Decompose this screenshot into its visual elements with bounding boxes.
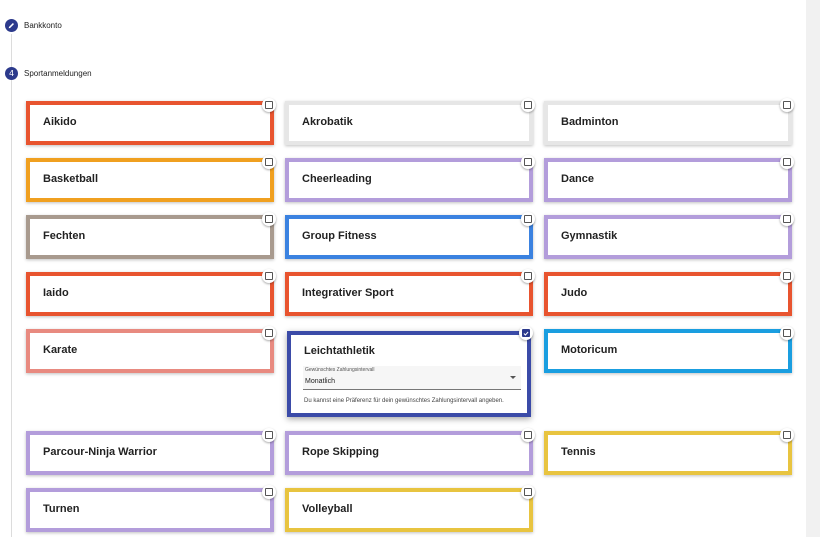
scrollbar[interactable] — [806, 0, 820, 537]
sport-card-title: Volleyball — [302, 503, 353, 515]
sport-card-title: Rope Skipping — [302, 446, 379, 458]
sport-card-judo[interactable]: Judo — [544, 272, 792, 316]
sport-checkbox-akrobatik[interactable] — [521, 98, 535, 112]
sport-checkbox-basketball[interactable] — [262, 155, 276, 169]
zahlungsintervall-select[interactable]: Gewünschtes Zahlungsintervall Monatlich — [303, 366, 521, 390]
sport-card-title: Turnen — [43, 503, 80, 515]
sport-card-cheerleading[interactable]: Cheerleading — [285, 158, 533, 202]
sport-card-gymnastik[interactable]: Gymnastik — [544, 215, 792, 259]
sport-card-basketball[interactable]: Basketball — [26, 158, 274, 202]
sport-checkbox-judo[interactable] — [780, 269, 794, 283]
sport-card-karate[interactable]: Karate — [26, 329, 274, 373]
checkmark-icon — [522, 329, 530, 337]
sport-card-title: Iaido — [43, 287, 69, 299]
step-bankkonto[interactable]: Bankkonto — [5, 19, 62, 32]
select-value: Monatlich — [305, 378, 335, 385]
sport-card-parcour-ninja-warrior[interactable]: Parcour-Ninja Warrior — [26, 431, 274, 475]
sport-card-volleyball[interactable]: Volleyball — [285, 488, 533, 532]
sport-card-title: Badminton — [561, 116, 619, 128]
sport-card-title: Parcour-Ninja Warrior — [43, 446, 157, 458]
sport-card-group-fitness[interactable]: Group Fitness — [285, 215, 533, 259]
sport-card-akrobatik[interactable]: Akrobatik — [285, 101, 533, 145]
sport-card-tennis[interactable]: Tennis — [544, 431, 792, 475]
sport-checkbox-turnen[interactable] — [262, 485, 276, 499]
sport-checkbox-leichtathletik[interactable] — [519, 326, 533, 340]
sport-checkbox-iaido[interactable] — [262, 269, 276, 283]
edit-pencil-icon — [5, 19, 18, 32]
step-sportanmeldungen[interactable]: 4 Sportanmeldungen — [5, 67, 92, 80]
sport-card-rope-skipping[interactable]: Rope Skipping — [285, 431, 533, 475]
sport-checkbox-volleyball[interactable] — [521, 485, 535, 499]
sport-card-iaido[interactable]: Iaido — [26, 272, 274, 316]
sport-checkbox-integrativer-sport[interactable] — [521, 269, 535, 283]
sport-checkbox-group-fitness[interactable] — [521, 212, 535, 226]
sport-checkbox-aikido[interactable] — [262, 98, 276, 112]
sport-card-aikido[interactable]: Aikido — [26, 101, 274, 145]
sport-checkbox-gymnastik[interactable] — [780, 212, 794, 226]
sport-card-fechten[interactable]: Fechten — [26, 215, 274, 259]
sport-card-title: Leichtathletik — [304, 345, 375, 357]
sport-card-title: Group Fitness — [302, 230, 377, 242]
sport-card-title: Cheerleading — [302, 173, 372, 185]
sport-card-turnen[interactable]: Turnen — [26, 488, 274, 532]
step-label: Bankkonto — [24, 21, 62, 30]
sport-checkbox-motoricum[interactable] — [780, 326, 794, 340]
sport-checkbox-parcour-ninja-warrior[interactable] — [262, 428, 276, 442]
sport-card-title: Integrativer Sport — [302, 287, 394, 299]
sport-card-title: Karate — [43, 344, 78, 356]
sport-card-title: Basketball — [43, 173, 99, 185]
sport-card-title: Fechten — [43, 230, 86, 242]
dropdown-arrow-icon — [510, 376, 516, 379]
sport-checkbox-tennis[interactable] — [780, 428, 794, 442]
sport-checkbox-dance[interactable] — [780, 155, 794, 169]
sport-card-badminton[interactable]: Badminton — [544, 101, 792, 145]
sport-checkbox-badminton[interactable] — [780, 98, 794, 112]
sport-card-motoricum[interactable]: Motoricum — [544, 329, 792, 373]
sport-checkbox-cheerleading[interactable] — [521, 155, 535, 169]
sport-card-title: Tennis — [561, 446, 596, 458]
step-label: Sportanmeldungen — [24, 69, 92, 78]
sport-card-title: Aikido — [43, 116, 77, 128]
sport-card-title: Dance — [561, 173, 595, 185]
stepper-line — [11, 34, 12, 537]
sport-card-title: Judo — [561, 287, 588, 299]
sport-checkbox-fechten[interactable] — [262, 212, 276, 226]
sport-card-dance[interactable]: Dance — [544, 158, 792, 202]
step-number-badge: 4 — [5, 67, 18, 80]
sport-checkbox-karate[interactable] — [262, 326, 276, 340]
sport-card-title: Gymnastik — [561, 230, 618, 242]
sport-card-leichtathletik[interactable]: Leichtathletik Gewünschtes Zahlungsinter… — [287, 331, 531, 417]
sport-card-title: Akrobatik — [302, 116, 353, 128]
sport-card-title: Motoricum — [561, 344, 618, 356]
sport-checkbox-rope-skipping[interactable] — [521, 428, 535, 442]
sport-card-integrativer-sport[interactable]: Integrativer Sport — [285, 272, 533, 316]
select-label: Gewünschtes Zahlungsintervall — [305, 367, 375, 373]
select-hint: Du kannst eine Präferenz für dein gewüns… — [304, 398, 504, 404]
